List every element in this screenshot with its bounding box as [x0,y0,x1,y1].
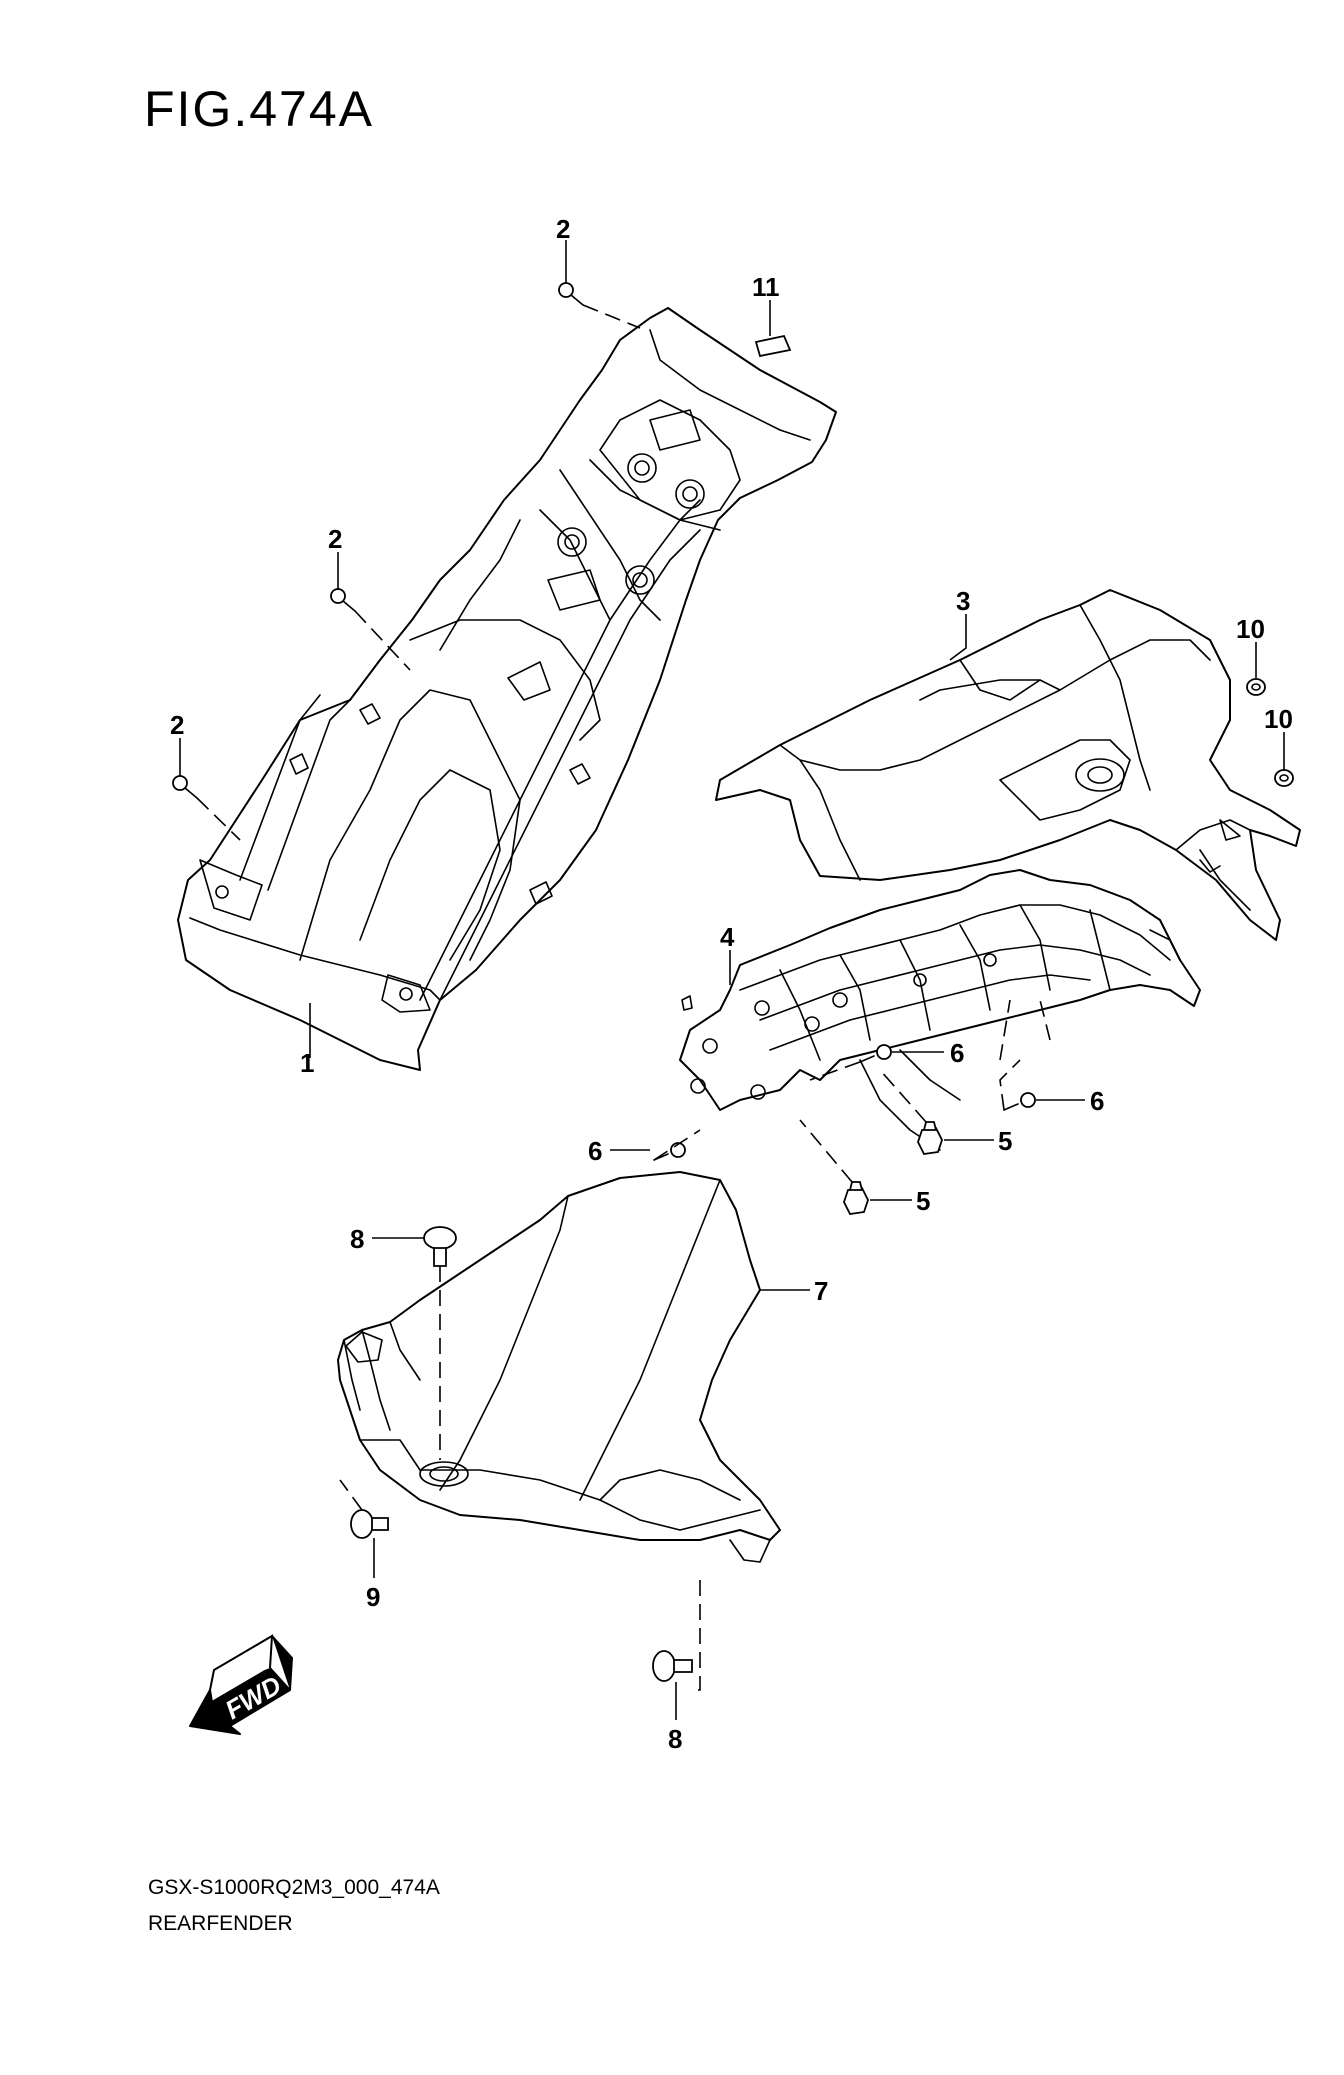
screw-2-middle [330,588,356,612]
callout-5-lower: 5 [916,1186,930,1216]
callout-8-bottom: 8 [668,1724,682,1754]
callout-9: 9 [366,1582,380,1612]
part-1-inner-rear-fender [177,307,837,1071]
part-3-right-cover [715,589,1301,941]
callout-6-upper: 6 [950,1038,964,1068]
callout-10-lower: 10 [1264,704,1293,734]
part-4-bracket [679,869,1201,1151]
bolt-9 [350,1509,389,1539]
callout-8-top: 8 [350,1224,364,1254]
figure-title: FIG.474A [144,81,374,137]
leader-lines [179,240,1285,1720]
drawing-code: GSX-S1000RQ2M3_000_474A [148,1876,440,1899]
callout-2-middle: 2 [328,524,342,554]
callout-10-upper: 10 [1236,614,1265,644]
bolt-8-top [423,1226,457,1267]
part-7-rear-fender [337,1171,781,1563]
nut-5-lower [843,1181,869,1215]
callout-1: 1 [300,1048,314,1078]
callout-6-left: 6 [588,1136,602,1166]
fwd-arrow: FWD [189,1634,294,1735]
hidden-lines [196,304,1051,1691]
callout-7: 7 [814,1276,828,1306]
callout-5-upper: 5 [998,1126,1012,1156]
nut-5-upper [917,1121,943,1155]
screw-6-right [1003,1092,1036,1111]
washer-10-upper [1246,678,1266,696]
callout-3: 3 [956,586,970,616]
screw-2-top [558,282,584,306]
screw-2-left [172,775,198,799]
callout-2-left: 2 [170,710,184,740]
callout-2-top: 2 [556,214,570,244]
callout-6-right: 6 [1090,1086,1104,1116]
washer-10-lower [1274,769,1294,787]
sticker-11 [754,334,792,358]
callout-11: 11 [752,272,780,302]
callout-4: 4 [720,922,735,952]
drawing-name: REARFENDER [148,1912,293,1935]
bolt-8-bottom [652,1650,693,1682]
screw-6-upper [859,1044,892,1063]
